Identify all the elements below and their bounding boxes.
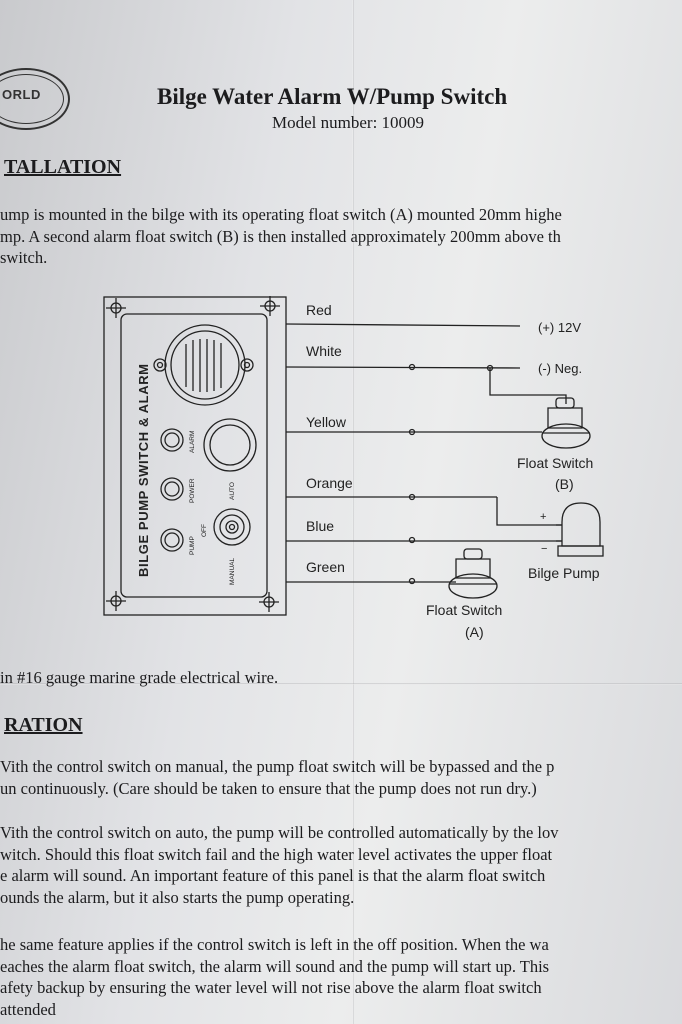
operation-paragraph-manual: Vith the control switch on manual, the p… — [0, 756, 554, 799]
text-line: eaches the alarm float switch, the alarm… — [0, 956, 550, 976]
paper-fold-vertical — [352, 0, 354, 1024]
float-b-label: Float Switch — [517, 455, 593, 471]
panel-label: BILGE PUMP SWITCH & ALARM — [136, 363, 151, 577]
installation-paragraph: ump is mounted in the bilge with its ope… — [0, 204, 562, 269]
buzzer-icon — [153, 324, 254, 406]
document-title: Bilge Water Alarm W/Pump Switch — [157, 84, 508, 109]
bilge-pump-icon — [556, 502, 604, 557]
wire-gauge-note: in #16 gauge marine grade electrical wir… — [0, 668, 279, 687]
wire-white — [285, 363, 567, 404]
switch-label-off: OFF — [201, 524, 208, 537]
wire-label-orange: Orange — [306, 475, 353, 491]
pump-minus-sign: − — [541, 543, 547, 555]
mount-hole-icon — [259, 592, 279, 612]
wire-red — [285, 323, 521, 327]
wire-label-red: Red — [306, 302, 332, 318]
model-number: Model number: 10009 — [272, 113, 425, 132]
panel-inner — [120, 313, 268, 598]
wire-orange — [286, 493, 562, 526]
mount-hole-icon — [106, 298, 126, 318]
operation-heading: RATION — [4, 714, 83, 736]
indicator-label-pump: PUMP — [189, 536, 196, 555]
float-b-id: (B) — [555, 476, 574, 492]
text-line: witch. Should this float switch fail and… — [0, 844, 553, 864]
text-line: e alarm will sound. An important feature… — [0, 866, 546, 885]
logo-text: ORLD — [2, 87, 41, 102]
wire-label-green: Green — [306, 559, 345, 575]
text-line: Vith the control switch on manual, the p… — [0, 757, 555, 776]
operation-paragraph-off: he same feature applies if the control s… — [0, 934, 549, 1020]
power-led-icon — [160, 477, 184, 501]
wire-label-blue: Blue — [306, 518, 334, 534]
terminal-negative: (-) Neg. — [538, 361, 582, 376]
float-switch-a-icon — [448, 548, 498, 599]
wire-label-white: White — [306, 343, 342, 359]
pump-label: Bilge Pump — [528, 565, 600, 581]
mode-switch-icon — [213, 508, 251, 546]
wire-green — [286, 577, 456, 585]
float-switch-b-icon — [541, 397, 591, 449]
text-line: ounds the alarm, but it also starts the … — [0, 887, 355, 907]
circuit-breaker-icon — [203, 418, 257, 472]
mount-hole-icon — [260, 296, 280, 316]
terminal-positive: (+) 12V — [538, 320, 581, 335]
panel-outer — [103, 296, 287, 616]
text-line: mp. A second alarm float switch (B) is t… — [0, 226, 561, 246]
pump-led-icon — [160, 528, 184, 552]
text-line: switch. — [0, 248, 48, 267]
indicator-label-power: POWER — [189, 478, 196, 503]
operation-paragraph-auto: Vith the control switch on auto, the pum… — [0, 822, 559, 908]
text-line: attended — [0, 999, 56, 1019]
text-line: un continuously. (Care should be taken t… — [0, 778, 537, 798]
wire-blue — [286, 536, 562, 544]
text-line: afety backup by ensuring the water level… — [0, 978, 542, 997]
installation-heading: TALLATION — [4, 156, 122, 178]
alarm-led-icon — [160, 428, 184, 452]
paper-fold-horizontal — [0, 683, 682, 685]
text-line: Vith the control switch on auto, the pum… — [0, 823, 559, 842]
mount-hole-icon — [106, 591, 126, 611]
switch-label-auto: AUTO — [229, 482, 236, 500]
text-line: ump is mounted in the bilge with its ope… — [0, 205, 562, 224]
switch-label-manual: MANUAL — [229, 558, 236, 585]
indicator-label-alarm: ALARM — [189, 431, 196, 453]
float-a-id: (A) — [465, 624, 484, 640]
pump-plus-sign: + — [540, 511, 546, 523]
float-a-label: Float Switch — [426, 602, 502, 618]
wire-yellow — [286, 428, 542, 436]
brand-logo: ORLD — [0, 68, 70, 130]
wiring-diagram: BILGE PUMP SWITCH & ALARM ALARM POWER PU… — [103, 296, 604, 640]
text-line: he same feature applies if the control s… — [0, 935, 549, 954]
wire-label-yellow: Yellow — [306, 414, 347, 430]
